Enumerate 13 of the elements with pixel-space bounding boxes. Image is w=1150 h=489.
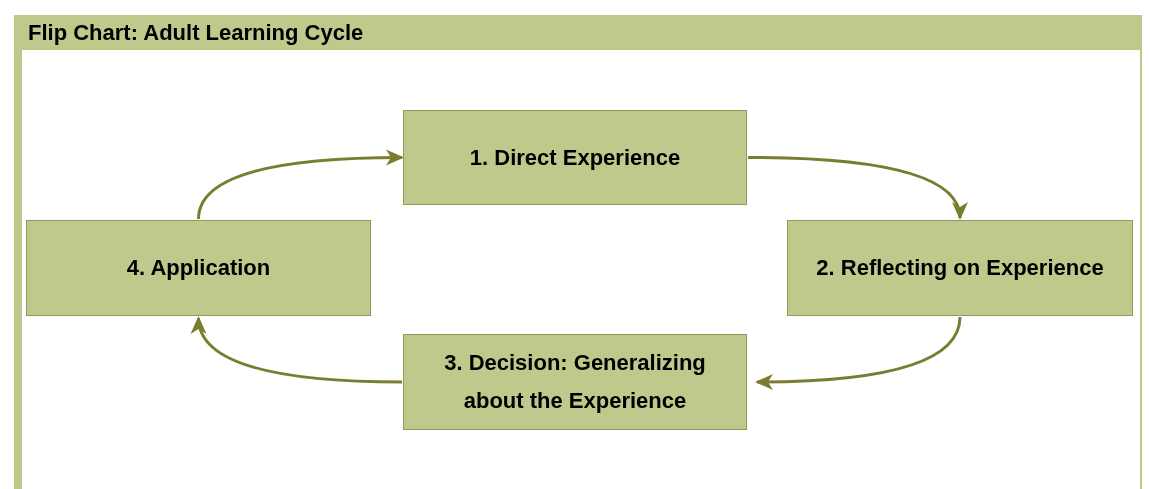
curved-arrow: [197, 149, 404, 220]
process-box: [787, 220, 1133, 316]
box-label: 1. Direct Experience: [469, 143, 681, 172]
process-box: [403, 334, 747, 430]
box-label: 4. Application: [126, 254, 271, 282]
box-label: 3. Decision: Generalizing about the Experience: [443, 349, 707, 415]
box-label: 2. Reflecting on Experience: [816, 254, 1104, 282]
curved-arrow: [747, 156, 966, 220]
curved-arrow: [755, 316, 962, 390]
process-box: [403, 110, 747, 205]
process-box: [26, 220, 371, 316]
curved-arrow: [192, 316, 403, 384]
title-bar: Flip Chart: Adult Learning Cycle: [22, 15, 1140, 50]
